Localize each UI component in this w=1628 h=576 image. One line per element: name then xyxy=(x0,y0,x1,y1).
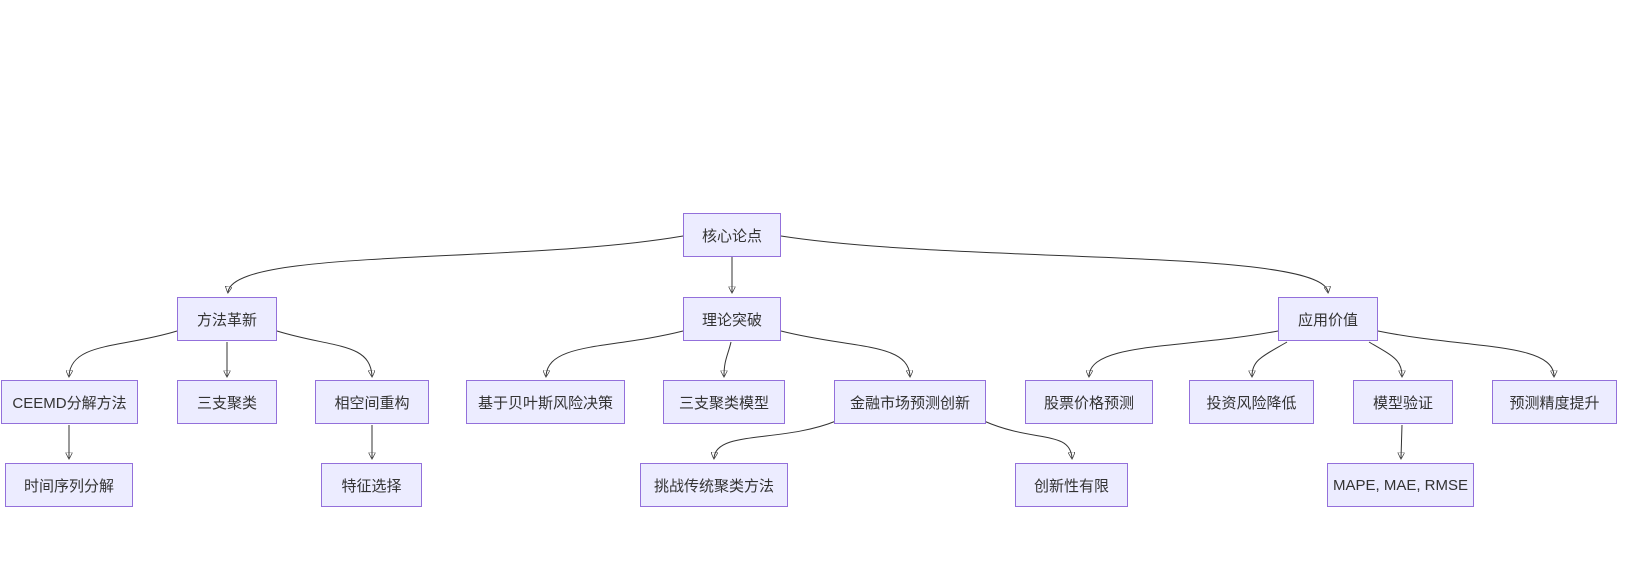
node-time-series-decomposition: 时间序列分解 xyxy=(5,463,133,507)
node-theory-breakthrough: 理论突破 xyxy=(683,297,781,341)
node-investment-risk-reduction: 投资风险降低 xyxy=(1189,380,1314,424)
edge-method-phase xyxy=(276,330,372,376)
edge-theory-bayes xyxy=(546,330,684,376)
node-phase-space-reconstruction: 相空间重构 xyxy=(315,380,429,424)
node-feature-selection: 特征选择 xyxy=(321,463,422,507)
edge-valid-metrics xyxy=(1401,424,1402,458)
edge-theory-twmodel xyxy=(724,341,732,376)
edge-app-risk xyxy=(1252,341,1288,376)
edge-core-app xyxy=(780,235,1328,292)
node-three-way-clustering: 三支聚类 xyxy=(177,380,277,424)
edge-app-valid xyxy=(1368,341,1402,376)
node-ceemd-decomposition: CEEMD分解方法 xyxy=(1,380,138,424)
edge-fin-challenge xyxy=(714,420,837,458)
edge-fin-limited xyxy=(983,420,1072,458)
edge-theory-fin xyxy=(780,330,910,376)
edge-app-precision xyxy=(1377,330,1554,376)
edge-method-ceemd xyxy=(69,330,178,376)
node-model-validation: 模型验证 xyxy=(1353,380,1453,424)
node-challenge-traditional-clustering: 挑战传统聚类方法 xyxy=(640,463,788,507)
node-error-metrics: MAPE, MAE, RMSE xyxy=(1327,463,1474,507)
node-stock-price-prediction: 股票价格预测 xyxy=(1025,380,1153,424)
node-application-value: 应用价值 xyxy=(1278,297,1378,341)
edge-app-stock xyxy=(1089,330,1279,376)
node-method-innovation: 方法革新 xyxy=(177,297,277,341)
node-limited-novelty: 创新性有限 xyxy=(1015,463,1128,507)
node-three-way-clustering-model: 三支聚类模型 xyxy=(663,380,785,424)
node-bayesian-risk-decision: 基于贝叶斯风险决策 xyxy=(466,380,625,424)
node-prediction-accuracy-improvement: 预测精度提升 xyxy=(1492,380,1617,424)
node-financial-market-prediction-innovation: 金融市场预测创新 xyxy=(834,380,986,424)
edge-core-method xyxy=(228,235,684,292)
node-core-argument: 核心论点 xyxy=(683,213,781,257)
